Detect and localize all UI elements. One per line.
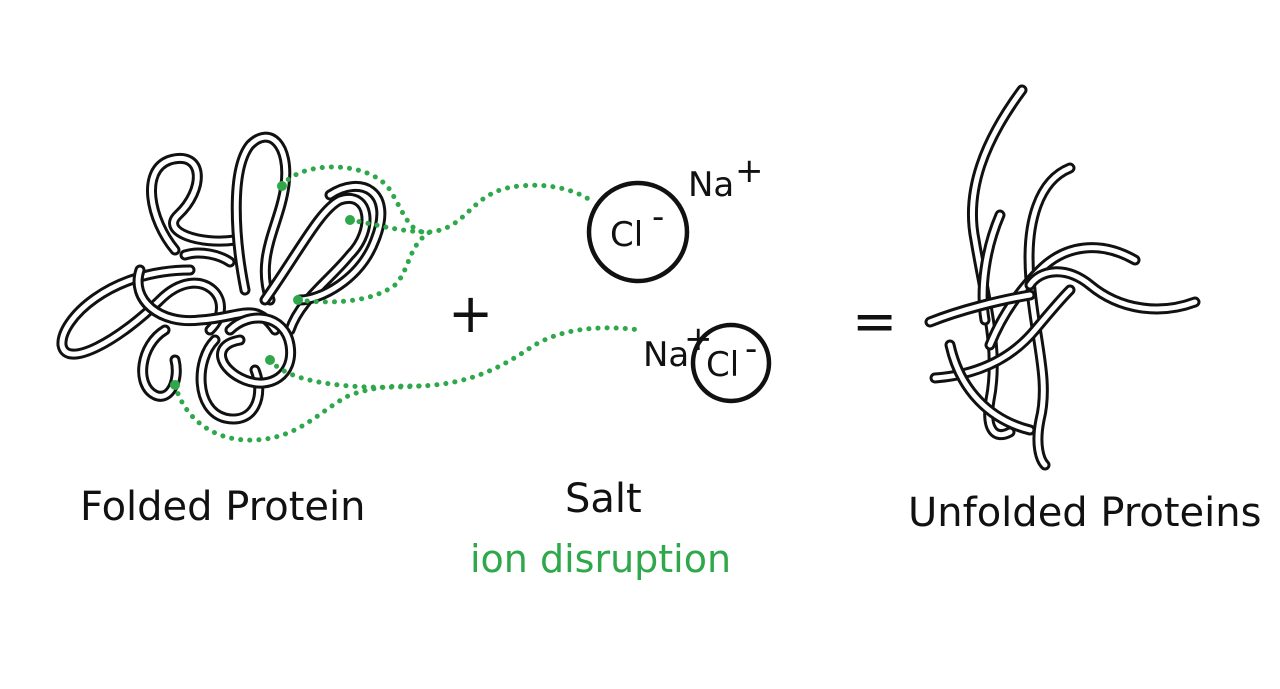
salt-label: Salt (565, 476, 642, 522)
dotted-line-folded-to-top-cl-2 (347, 217, 433, 235)
chloride-charge-top: - (652, 197, 664, 237)
sodium-charge-top: + (735, 151, 764, 191)
chloride-ion-bottom (690, 322, 772, 404)
binding-site-dot (277, 181, 287, 191)
sodium-charge-bottom: + (684, 319, 713, 359)
binding-site-dot (265, 355, 275, 365)
chloride-charge-bottom: - (745, 329, 757, 369)
binding-site-dot (170, 380, 180, 390)
ion-disruption-label: ion disruption (470, 537, 731, 581)
folded-protein-label: Folded Protein (80, 484, 366, 530)
sodium-symbol-top: Na (688, 165, 734, 205)
folded-protein-drawing (56, 131, 387, 425)
sodium-symbol-bottom: Na (643, 335, 689, 375)
chloride-symbol-bottom: Cl (706, 345, 739, 385)
plus-sign: + (448, 282, 493, 345)
dotted-line-folded-to-bottom-cl-2 (172, 382, 423, 443)
chloride-ion-top (586, 180, 690, 284)
equals-sign: = (852, 290, 897, 353)
ion-pair-top: Cl - Na + (586, 151, 764, 284)
chloride-symbol-top: Cl (610, 215, 643, 255)
unfolded-proteins-label: Unfolded Proteins (908, 490, 1261, 536)
dotted-line-folded-to-top-cl-3 (295, 229, 433, 305)
folded-protein-strand (56, 131, 387, 425)
ion-interaction-lines (170, 164, 643, 443)
dotted-line-folded-to-bottom-cl (267, 325, 643, 390)
unfolded-proteins-drawing (924, 84, 1201, 471)
binding-site-dot (293, 295, 303, 305)
ion-pair-bottom: Cl - Na + (643, 319, 772, 404)
binding-site-dot (345, 215, 355, 225)
